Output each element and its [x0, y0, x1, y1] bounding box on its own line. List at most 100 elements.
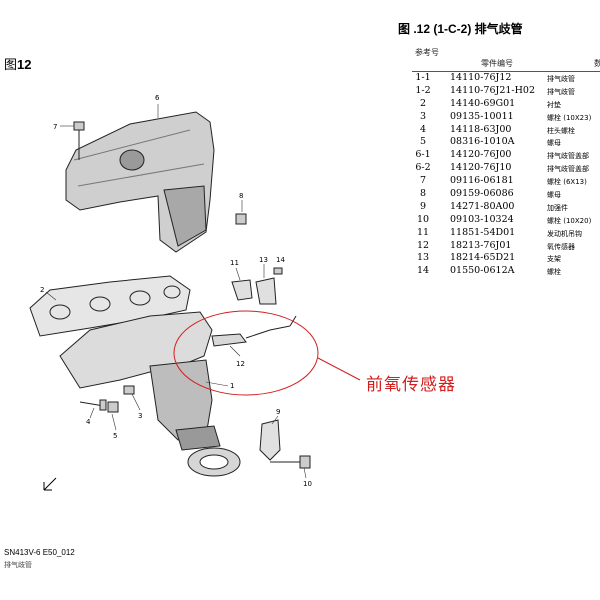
footer-code: SN413V-6 E50_012: [4, 548, 75, 557]
part-number: 14120-76J00: [450, 149, 512, 161]
callout-8: 8: [239, 192, 243, 200]
callout-10: 10: [303, 480, 312, 488]
front-arrow-icon: [43, 477, 57, 491]
part-name: 发动机吊钩: [547, 229, 582, 238]
parts-row: 11 11851-54D01 发动机吊钩: [398, 227, 600, 240]
part-name: 排气歧管盖部: [547, 165, 589, 174]
gasket: [29, 275, 191, 337]
parts-row: 12 18213-76J01 氧传感器: [398, 240, 600, 253]
part-number: 14120-76J10: [450, 162, 512, 174]
figure-label-number: 12: [17, 57, 32, 72]
stiffener-9: [259, 419, 281, 461]
part-ref: 4: [419, 123, 427, 135]
part-name: 螺栓: [547, 268, 561, 277]
bolt-10: [270, 455, 311, 469]
figure-label: 图12: [4, 54, 31, 73]
part-number: 09116-06181: [450, 175, 514, 187]
leader-lines: [45, 104, 307, 479]
callout-1: 1: [230, 382, 234, 390]
bolt-14: [273, 267, 283, 275]
part-number: 08316-1010A: [450, 136, 515, 148]
part-ref: 2: [419, 97, 427, 109]
parts-row: 1-1 14110-76J12 排气歧管: [398, 72, 600, 85]
figure-label-prefix: 图: [4, 57, 18, 72]
callout-12: 12: [236, 360, 245, 368]
callout-5: 5: [113, 432, 117, 440]
part-ref: 7: [419, 175, 427, 187]
callout-4: 4: [86, 418, 91, 426]
part-number: 01550-0612A: [450, 265, 515, 277]
part-name: 氧传感器: [547, 242, 575, 251]
callout-14: 14: [276, 256, 285, 264]
parts-row: 3 09135-10011 螺栓 (10X23): [398, 111, 600, 124]
part-ref: 11: [416, 226, 430, 238]
part-ref: 1-1: [415, 72, 431, 83]
part-name: 螺母: [547, 191, 561, 200]
part-name: 螺栓 (10X20): [547, 216, 592, 225]
parts-row: 6-1 14120-76J00 排气歧管盖部: [398, 149, 600, 162]
part-number: 18213-76J01: [450, 239, 512, 251]
part-ref: 6-1: [415, 149, 431, 161]
part-name: 排气歧管: [547, 75, 575, 83]
part-number: 18214-65D21: [450, 252, 516, 264]
callout-13: 13: [259, 256, 268, 264]
part-ref: 3: [419, 110, 427, 122]
part-name: 螺栓 (6X13): [547, 178, 587, 187]
part-number: 14140-69G01: [450, 97, 516, 109]
footer-caption: 排气歧管: [4, 562, 32, 569]
parts-row: 7 09116-06181 螺栓 (6X13): [398, 175, 600, 188]
part-name: 支架: [547, 255, 561, 264]
part-ref: 1-2: [415, 84, 431, 96]
parts-table-header: 参考号 零件编号 数: [398, 48, 600, 72]
part-name: 排气歧管盖部: [547, 152, 589, 161]
highlight-ellipse: [173, 310, 319, 396]
part-name: 柱头螺栓: [547, 126, 575, 135]
parts-row: 6-2 14120-76J10 排气歧管盖部: [398, 162, 600, 175]
callout-7: 7: [53, 123, 57, 131]
parts-table: 参考号 零件编号 数 1-1 14110-76J12 排气歧管 1-2 14110-76…: [398, 48, 600, 278]
parts-list-title: 图 .12 (1-C-2) 排气歧管: [398, 22, 523, 36]
part-number: 09159-06086: [450, 188, 514, 200]
part-number: 14110-76J21-H02: [450, 84, 535, 96]
parts-rows: 1-1 14110-76J12 排气歧管 1-2 14110-76J21-H02 排气歧管…: [398, 72, 600, 278]
callout-3: 3: [138, 412, 142, 420]
part-ref: 12: [416, 239, 430, 251]
part-name: 螺母: [547, 139, 561, 148]
part-number: 11851-54D01: [450, 226, 516, 238]
bracket-13: [255, 277, 277, 305]
parts-row: 8 09159-06086 螺母: [398, 188, 600, 201]
part-number: 14110-76J12: [450, 72, 512, 83]
part-name: 螺栓 (10X23): [547, 113, 592, 122]
part-ref: 5: [419, 136, 427, 148]
engine-hook-11: [231, 279, 253, 301]
parts-row: 10 09103-10324 螺栓 (10X20): [398, 214, 600, 227]
nut-5: [107, 401, 119, 413]
nut-8: [235, 213, 247, 225]
part-name: 衬垫: [547, 100, 561, 109]
stud-4: [79, 399, 107, 411]
bolt-3: [123, 385, 135, 395]
part-ref: 13: [416, 252, 430, 264]
part-number: 09135-10011: [450, 110, 514, 122]
header-qty: 数: [594, 59, 600, 68]
parts-row: 4 14118-63J00 柱头螺栓: [398, 124, 600, 137]
heat-cover: [65, 111, 215, 253]
exhaust-manifold: [59, 311, 241, 477]
part-number: 09103-10324: [450, 213, 514, 225]
callout-2: 2: [40, 286, 44, 294]
part-number: 14118-63J00: [450, 123, 512, 135]
header-ref: 参考号: [415, 48, 439, 57]
oxygen-sensor: [211, 315, 297, 347]
part-ref: 8: [419, 188, 427, 200]
part-ref: 9: [419, 200, 427, 212]
part-ref: 10: [416, 213, 430, 225]
part-number: 14271-80A00: [450, 200, 515, 212]
header-part-no: 零件编号: [481, 59, 513, 68]
parts-row: 2 14140-69G01 衬垫: [398, 98, 600, 111]
highlight-leader: [317, 357, 361, 381]
part-ref: 6-2: [415, 162, 431, 174]
